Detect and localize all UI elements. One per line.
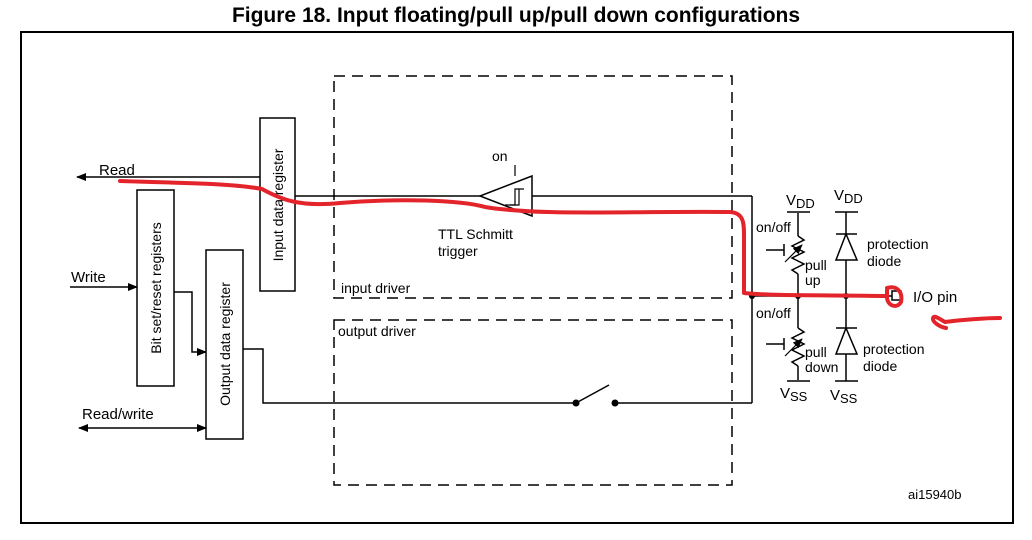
- pull-up-label-line2: up: [805, 272, 821, 288]
- read-label: Read: [99, 162, 135, 179]
- input-driver-label: input driver: [341, 280, 411, 296]
- red-pin-circle: [885, 285, 904, 308]
- bit-set-reset-registers-label: Bit set/reset registers: [148, 222, 164, 354]
- bsrr-to-odr-wire: [174, 291, 207, 356]
- io-pin-label: I/O pin: [913, 289, 957, 306]
- red-signal-path: [118, 179, 889, 298]
- pull-up-on-off-label: on/off: [756, 219, 791, 235]
- output-switch: [572, 384, 619, 407]
- pull-down-vss-label: VSS: [780, 385, 808, 404]
- diode-vss-label: VSS: [830, 387, 858, 406]
- protection-diode-bottom: [834, 296, 859, 381]
- pull-down-label-line2: down: [805, 359, 838, 375]
- input-driver-box: [333, 75, 733, 299]
- protection-bottom-line2: diode: [863, 358, 897, 374]
- protection-diode-top: [834, 212, 859, 296]
- schmitt-label-line1: TTL Schmitt: [438, 226, 513, 242]
- pull-down-resistor: [766, 296, 806, 380]
- red-annotation: [118, 179, 1002, 330]
- output-data-register: Output data register: [205, 249, 244, 440]
- read-write-label: Read/write: [82, 406, 154, 423]
- red-pointer-arrow: [930, 314, 1002, 330]
- input-data-register-label: Input data register: [270, 148, 286, 261]
- figure-id-code: ai15940b: [908, 487, 962, 502]
- schmitt-label-line2: trigger: [438, 243, 478, 259]
- input-data-register: Input data register: [259, 117, 296, 292]
- bit-set-reset-registers: Bit set/reset registers: [136, 189, 175, 387]
- protection-bottom-line1: protection: [863, 341, 924, 357]
- write-label: Write: [71, 269, 106, 286]
- schmitt-on-label: on: [492, 148, 508, 164]
- output-data-register-label: Output data register: [217, 282, 233, 406]
- figure-frame: [20, 31, 1014, 524]
- output-driver-label: output driver: [338, 323, 416, 339]
- figure-title: Figure 18. Input floating/pull up/pull d…: [231, 4, 801, 27]
- protection-top-line1: protection: [867, 236, 928, 252]
- output-driver-box: [333, 319, 733, 486]
- pull-down-label-line1: pull: [805, 344, 827, 360]
- protection-top-line2: diode: [867, 253, 901, 269]
- pull-up-label-line1: pull: [805, 257, 827, 273]
- diode-vdd-label: VDD: [834, 187, 863, 206]
- pull-up-vdd-label: VDD: [786, 192, 815, 211]
- ttl-schmitt-trigger: [477, 165, 533, 218]
- pull-down-on-off-label: on/off: [756, 305, 791, 321]
- pull-up-resistor: [766, 213, 806, 296]
- odr-output-wire: [243, 348, 573, 404]
